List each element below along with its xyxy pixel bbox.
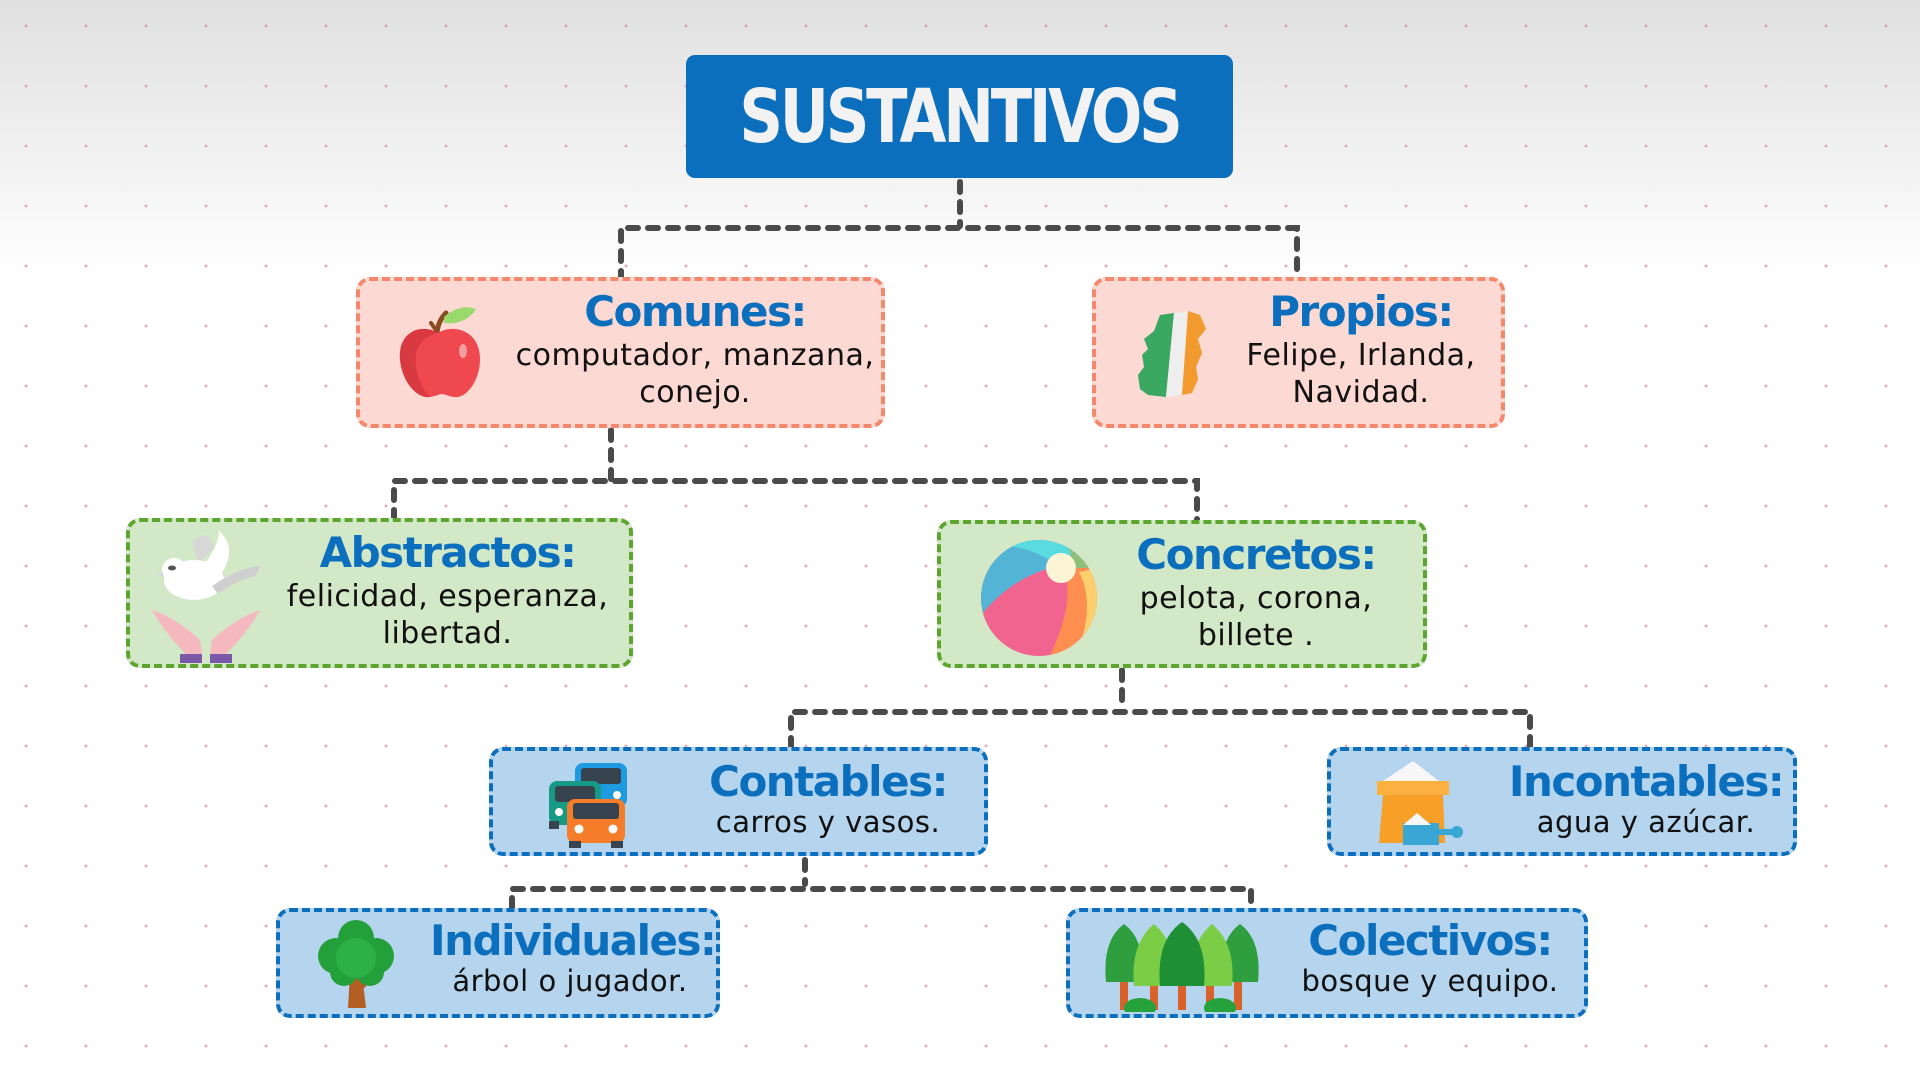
node-examples: árbol o jugador.	[452, 964, 688, 999]
node-examples: pelota, corona,	[1139, 581, 1373, 617]
beach-ball-icon	[979, 538, 1099, 662]
node-propios: Propios: Felipe, Irlanda, Navidad.	[1092, 277, 1505, 428]
connector-level1-bar	[618, 225, 1300, 284]
node-examples: bosque y equipo.	[1301, 964, 1559, 999]
node-examples: Navidad.	[1292, 375, 1430, 411]
connector-level2-bar	[391, 478, 1200, 523]
node-examples: Felipe, Irlanda,	[1246, 338, 1476, 374]
node-examples: billete .	[1197, 618, 1315, 654]
node-individuales: Individuales: árbol o jugador.	[276, 908, 720, 1018]
tree-icon	[314, 918, 400, 1016]
apple-icon	[394, 303, 484, 407]
forest-icon	[1102, 920, 1264, 1018]
node-abstractos: Abstractos: felicidad, esperanza, libert…	[126, 518, 633, 668]
node-colectivos: Colectivos: bosque y equipo.	[1066, 908, 1588, 1018]
node-examples: conejo.	[639, 375, 751, 411]
node-examples: felicidad, esperanza,	[286, 579, 609, 615]
node-examples: libertad.	[382, 616, 513, 652]
dove-hands-icon	[152, 528, 264, 668]
node-label: Contables:	[709, 757, 948, 806]
connector-level3-bar	[788, 709, 1533, 751]
node-comunes: Comunes: computador, manzana, conejo.	[356, 277, 885, 428]
node-examples: carros y vasos.	[715, 805, 941, 840]
connector-level4-bar	[509, 886, 1254, 911]
sugar-sack-icon	[1373, 759, 1469, 853]
node-concretos: Concretos: pelota, corona, billete .	[937, 520, 1427, 668]
node-examples: agua y azúcar.	[1536, 805, 1756, 840]
cars-icon	[545, 759, 635, 853]
node-examples: computador, manzana,	[515, 338, 875, 374]
ireland-map-icon	[1134, 309, 1214, 405]
node-label: Concretos:	[1136, 530, 1377, 579]
node-contables: Contables: carros y vasos.	[489, 747, 988, 856]
node-label: Individuales:	[430, 916, 717, 965]
node-label: Propios:	[1269, 287, 1454, 336]
page-title: SUSTANTIVOS	[739, 73, 1182, 160]
node-label: Incontables:	[1508, 757, 1785, 806]
node-label: Comunes:	[584, 287, 807, 336]
node-label: Abstractos:	[319, 528, 577, 577]
title-box: SUSTANTIVOS	[686, 55, 1233, 178]
node-incontables: Incontables: agua y azúcar.	[1327, 747, 1797, 856]
node-label: Colectivos:	[1308, 916, 1553, 965]
